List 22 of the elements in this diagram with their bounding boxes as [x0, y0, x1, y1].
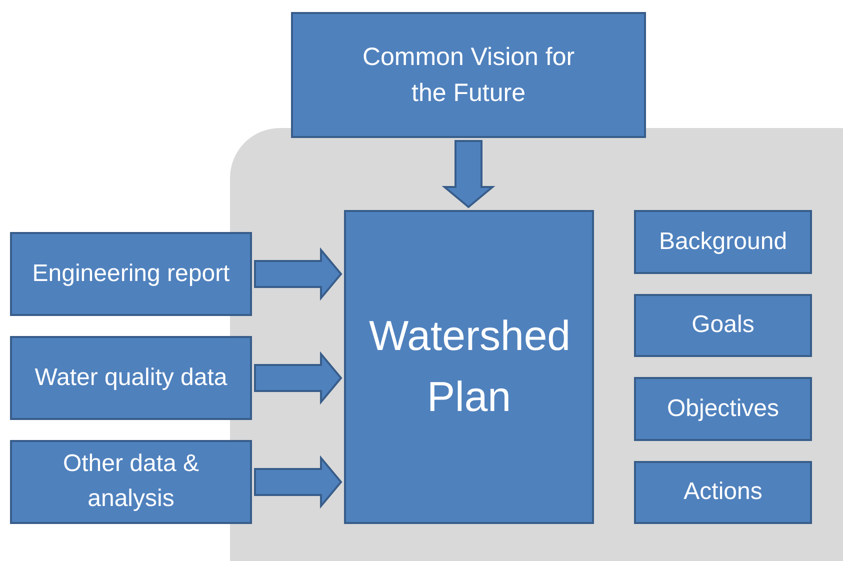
process-box: [634, 294, 812, 357]
box-label: Background: [658, 226, 788, 257]
box-label: Actions: [684, 477, 762, 508]
process-box: [634, 377, 812, 441]
box-label: Goals: [692, 310, 754, 340]
block-arrow: [254, 247, 342, 301]
box-label: Objectives: [666, 394, 780, 424]
block-arrow: [442, 140, 496, 208]
box-label: Engineering report: [31, 258, 231, 289]
block-arrow: [254, 455, 342, 509]
process-box: [634, 210, 812, 274]
process-box: [10, 336, 252, 420]
box-label: Other data & analysis: [62, 449, 200, 514]
box-label: Common Vision for the Future: [361, 42, 576, 109]
process-box: [291, 12, 646, 138]
process-box: [634, 461, 812, 524]
process-box: [10, 232, 252, 316]
box-label: Watershed Plan: [369, 311, 569, 422]
process-box: [344, 210, 594, 524]
block-arrow: [254, 351, 342, 405]
box-label: Water quality data: [34, 362, 228, 393]
process-box: [10, 440, 252, 524]
